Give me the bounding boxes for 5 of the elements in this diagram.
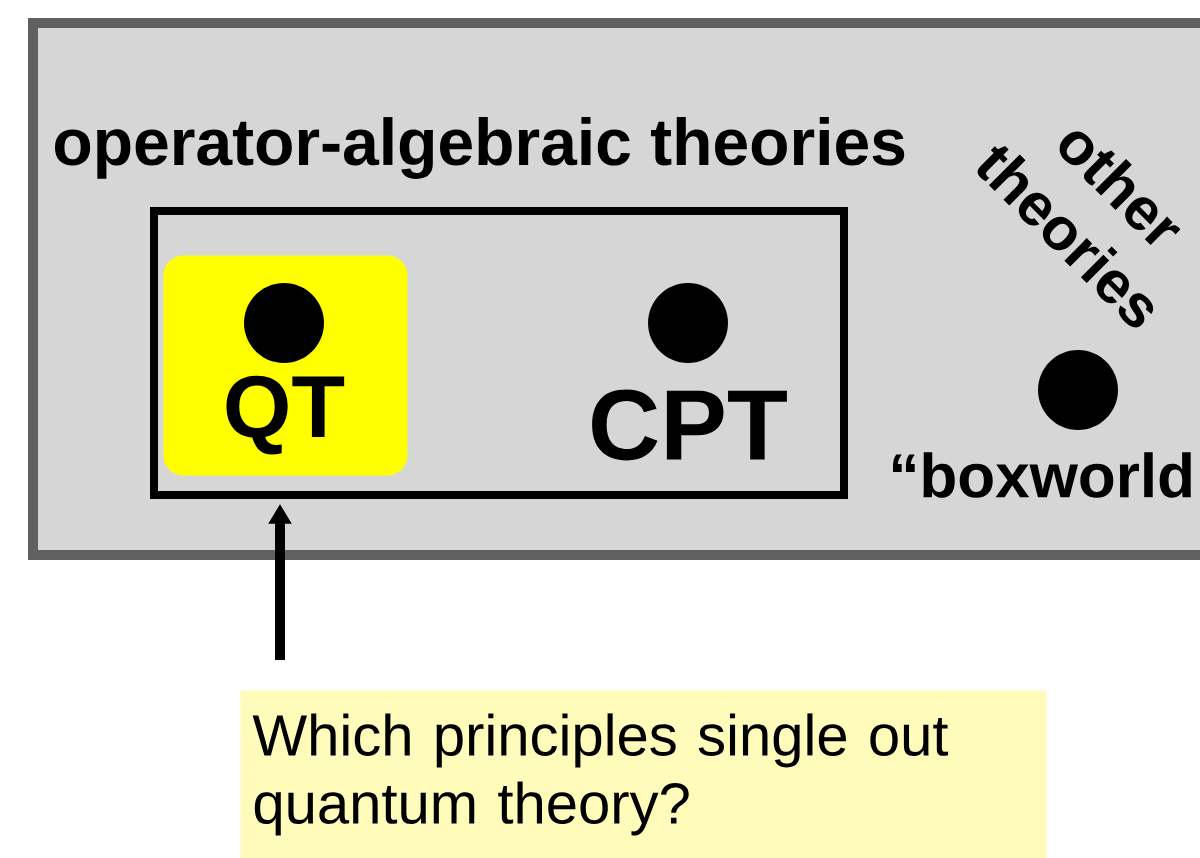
theory-label: CPT [592,389,787,461]
theory-label: “boxworld [893,452,1191,498]
theory-label: QT [226,375,345,455]
group-heading: operator-algebraic theories [54,117,905,179]
question-box: Which principles single out quantum theory? [240,690,1047,858]
